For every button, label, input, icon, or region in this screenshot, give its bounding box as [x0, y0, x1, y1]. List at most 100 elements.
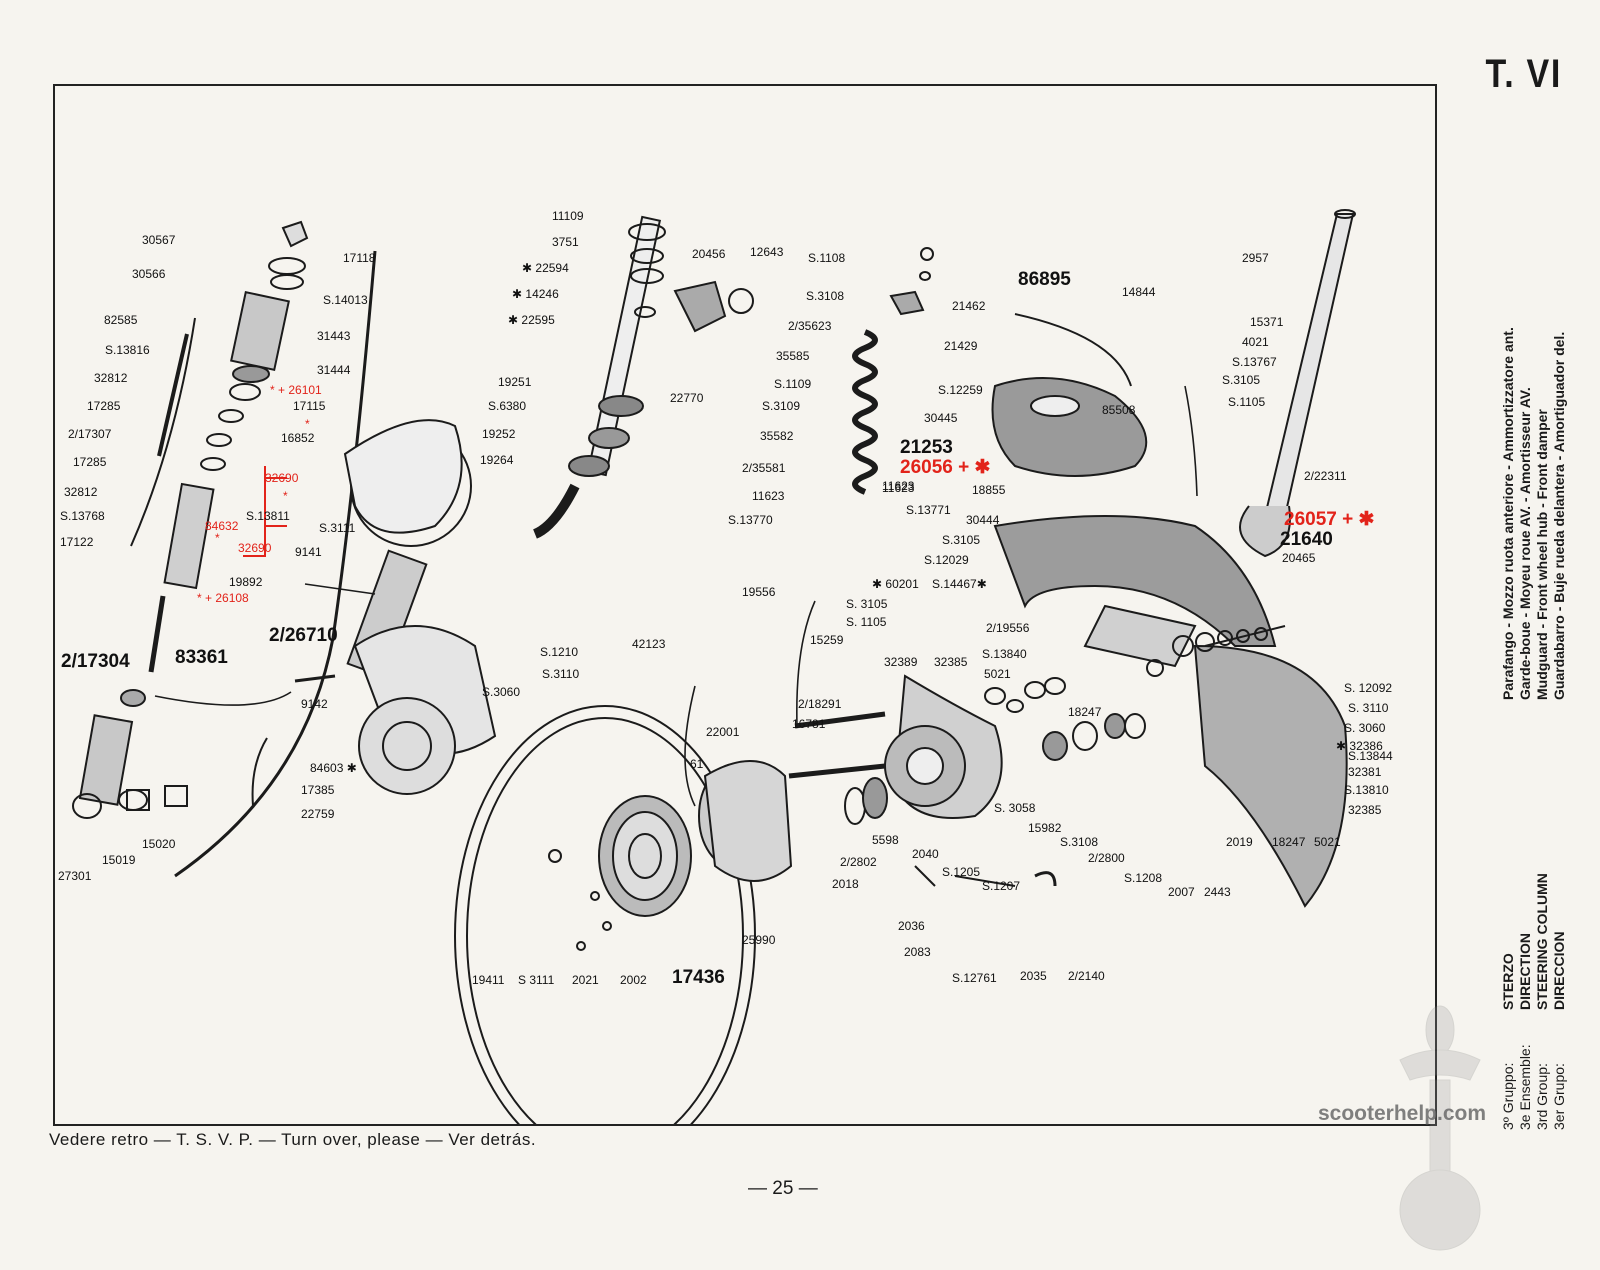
part-label: S.13767 — [1232, 355, 1277, 369]
part-label: S.3108 — [806, 289, 845, 303]
part-label: 30445 — [924, 411, 958, 425]
part-label: 2036 — [898, 919, 925, 933]
part-label: 2002 — [620, 973, 647, 987]
part-label: 32381 — [1348, 765, 1382, 779]
part-label: 2/2802 — [840, 855, 877, 869]
steering-tube — [532, 215, 666, 539]
part-label: S.1108 — [808, 251, 846, 265]
part-label: 15259 — [810, 633, 844, 647]
part-label: 9142 — [301, 697, 328, 711]
part-label: 2035 — [1020, 969, 1047, 983]
part-label: 61 — [690, 757, 704, 771]
part-label: 14844 — [1122, 285, 1156, 299]
group-row: 3er Grupo:DIRECCION — [1551, 931, 1567, 1130]
part-label: S.14467✱ — [932, 577, 987, 591]
part-label: 17115 — [293, 399, 326, 413]
group-row: 3e Ensemble:DIRECTION — [1517, 933, 1533, 1130]
part-label: 32812 — [64, 485, 98, 499]
part-label: S.12761 — [952, 971, 997, 985]
part-label: 11623 — [752, 489, 785, 503]
part-label: 2957 — [1242, 251, 1269, 265]
mudguard — [993, 515, 1348, 908]
part-label: 27301 — [58, 869, 92, 883]
part-label: 2/17304 — [61, 651, 130, 672]
part-label: S.1105 — [1228, 395, 1266, 409]
part-label: 30567 — [142, 233, 176, 247]
part-label: ✱ 22594 — [522, 261, 569, 275]
part-label: 2/35623 — [788, 319, 832, 333]
part-label: 18855 — [972, 483, 1006, 497]
part-label: 19252 — [482, 427, 516, 441]
part-label: 86895 — [1018, 269, 1071, 290]
part-label: 2/35581 — [742, 461, 786, 475]
part-label: 19411 — [472, 973, 505, 987]
part-label: S.6380 — [488, 399, 527, 413]
part-label: 2083 — [904, 945, 931, 959]
part-label: 22770 — [670, 391, 704, 405]
part-label: ✱ 32386 — [1336, 739, 1383, 753]
part-label: S.13811 — [246, 509, 290, 523]
part-label: 17118 — [343, 251, 376, 265]
part-label: S. 3105 — [846, 597, 888, 611]
part-label: S.1208 — [1124, 871, 1163, 885]
part-label: 19251 — [498, 375, 532, 389]
part-label: 32385 — [1348, 803, 1382, 817]
part-label: 2443 — [1204, 885, 1231, 899]
part-label: * — [215, 531, 220, 545]
part-label: 9141 — [295, 545, 322, 559]
part-label: 2/19556 — [986, 621, 1030, 635]
part-label: ✱ 22595 — [508, 313, 555, 327]
part-label: 4021 — [1242, 335, 1269, 349]
exploded-view-drawing — [72, 209, 1356, 1124]
mudguard-bracket — [991, 313, 1148, 477]
part-label: 2021 — [572, 973, 599, 987]
part-label: S.3110 — [542, 667, 580, 681]
part-label: 32385 — [934, 655, 968, 669]
part-label: 32812 — [94, 371, 128, 385]
group-row: 3º Gruppo:STERZO — [1500, 953, 1516, 1130]
watermark: scooterhelp.com — [1318, 1102, 1487, 1125]
diagram-frame: 30567 30566 17118 S.14013 31443 31444 * … — [53, 84, 1437, 1126]
part-label: ✱ 60201 — [872, 577, 919, 591]
part-label: 2/18291 — [798, 697, 842, 711]
part-label: 11109 — [552, 209, 584, 223]
part-label: S. 3058 — [994, 801, 1036, 815]
part-label: 2007 — [1168, 885, 1195, 899]
part-label: 21429 — [944, 339, 978, 353]
part-label: 2/26710 — [269, 625, 338, 646]
part-label: 17122 — [60, 535, 94, 549]
part-label: 2/2800 — [1088, 851, 1125, 865]
part-label: S. 12092 — [1344, 681, 1393, 695]
part-label: 20465 — [1282, 551, 1316, 565]
part-label: 11623 — [882, 479, 915, 493]
part-label: S.13810 — [1344, 783, 1389, 797]
part-label: S.13844 — [1348, 749, 1393, 763]
part-label: S.1205 — [942, 865, 981, 879]
part-label: 2/17307 — [68, 427, 112, 441]
part-label: 22001 — [706, 725, 740, 739]
group-titles: 3º Gruppo:STERZO 3e Ensemble:DIRECTION 3… — [1500, 30, 1568, 1130]
part-label: 5598 — [872, 833, 899, 847]
part-label: 2018 — [832, 877, 859, 891]
part-label: 84632 — [205, 519, 239, 533]
part-label: 20456 — [692, 247, 726, 261]
part-label: 21253 — [900, 437, 953, 458]
steering-column-tube — [1239, 209, 1356, 558]
front-damper-assembly — [72, 220, 309, 819]
part-label: S.3108 — [1060, 835, 1099, 849]
part-label: S.1109 — [774, 377, 812, 391]
part-label: S. 3060 — [1344, 721, 1386, 735]
part-label: 32690 — [265, 471, 299, 485]
part-label: S.13771 — [906, 503, 951, 517]
group-row: 3rd Group:STEERING COLUMN — [1534, 873, 1550, 1130]
part-label: S.14013 — [323, 293, 368, 307]
part-label: S. 1105 — [846, 615, 887, 629]
part-label: 15982 — [1028, 821, 1062, 835]
part-label: 2019 — [1226, 835, 1253, 849]
part-label: 15371 — [1250, 315, 1284, 329]
part-label: S.13770 — [728, 513, 773, 527]
wheel-rim — [454, 705, 756, 1124]
part-label: 31443 — [317, 329, 351, 343]
part-label: 35585 — [776, 349, 810, 363]
part-label: 16852 — [281, 431, 315, 445]
